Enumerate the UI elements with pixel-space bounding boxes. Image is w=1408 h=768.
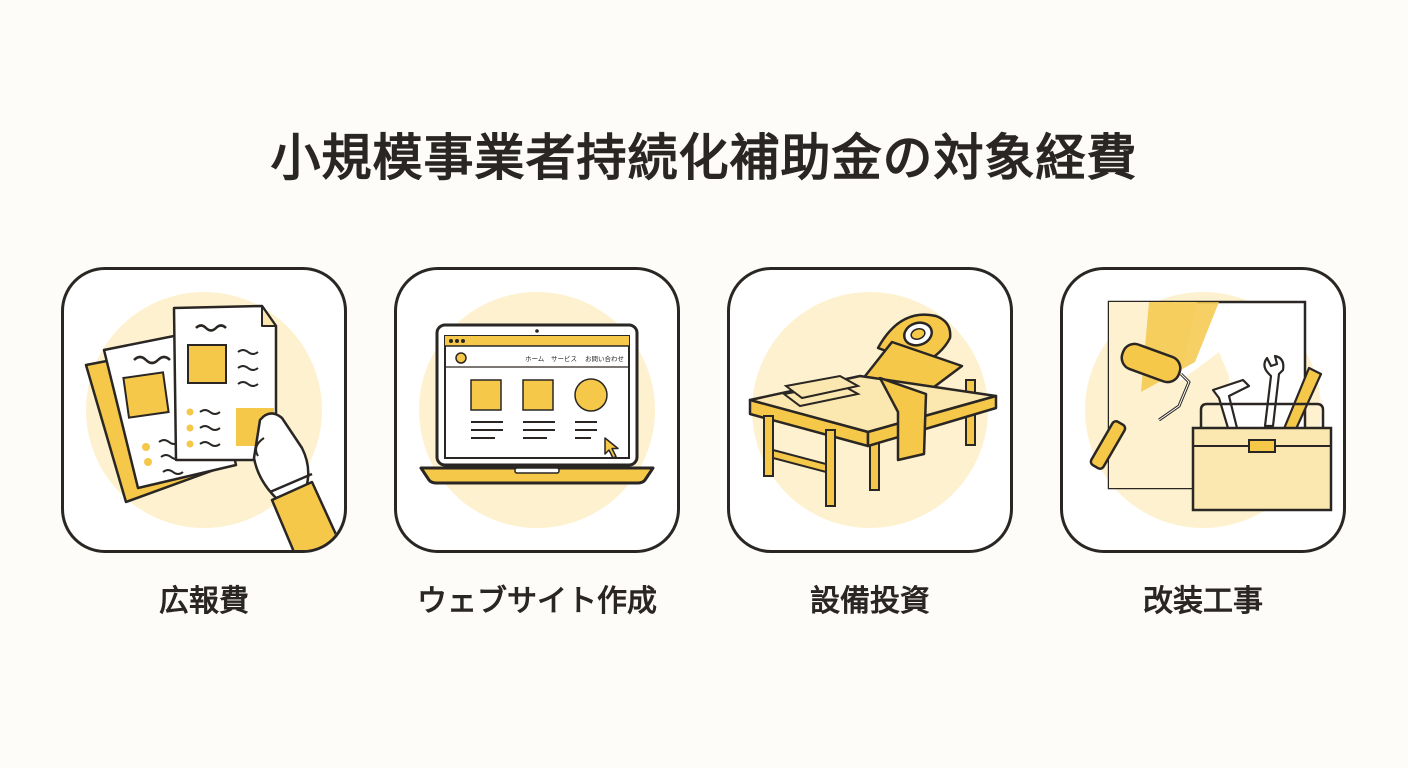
flyer-documents-icon [84,292,344,550]
label-advertising: 広報費 [159,584,249,619]
page-title: 小規模事業者持続化補助金の対象経費 [270,129,1138,187]
nav-home: ホーム [525,355,545,363]
label-website: ウェブサイト作成 [417,584,657,619]
label-renovation: 改装工事 [1143,584,1263,619]
card-renovation [1060,267,1346,553]
card-advertising [61,267,347,553]
paint-roller-toolbox-icon [1085,292,1333,528]
massage-table-icon [748,292,998,528]
label-equipment: 設備投資 [810,584,930,619]
card-website: ホーム サービス お問い合わせ [394,267,680,553]
laptop-website-icon: ホーム サービス お問い合わせ [419,292,655,528]
nav-services: サービス [551,354,577,363]
nav-contact: お問い合わせ [585,354,624,363]
card-equipment [727,267,1013,553]
